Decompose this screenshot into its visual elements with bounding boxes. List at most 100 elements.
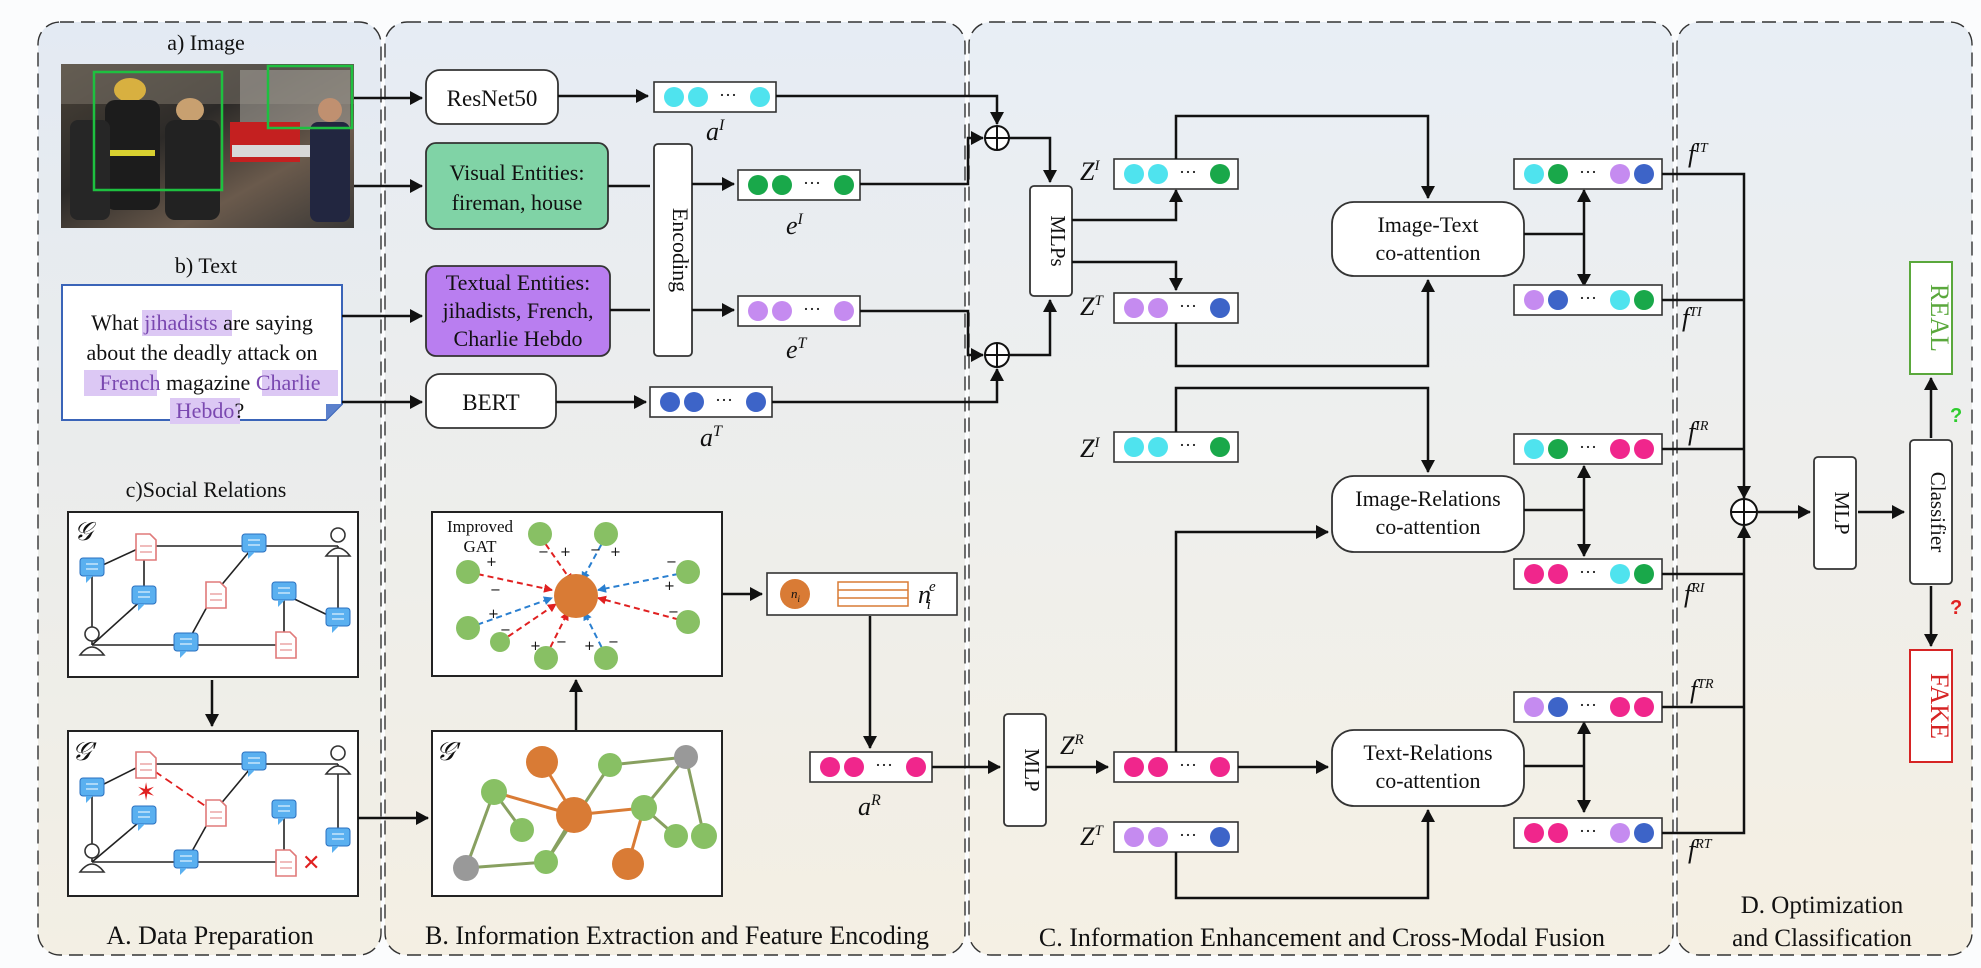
- svg-text:+: +: [610, 545, 621, 560]
- feature-vector-eI: ···: [737, 169, 861, 201]
- vector-fIR: ···: [1513, 433, 1663, 465]
- tweet-line-1: What jihadists are saying: [91, 310, 313, 335]
- svg-text:···: ···: [1579, 562, 1597, 582]
- encoding-label: Encoding: [668, 208, 693, 292]
- vector-fRI: ···: [1513, 558, 1663, 590]
- label-fIT: fIT: [1688, 139, 1709, 168]
- svg-text:+: +: [584, 639, 595, 654]
- concat-node-bottom: [984, 342, 1010, 368]
- svg-text:···: ···: [875, 755, 893, 775]
- mlp-relations-label: MLP: [1020, 748, 1044, 791]
- final-mlp-label: MLP: [1830, 491, 1854, 534]
- text-relations-coattention-box: [1331, 729, 1525, 807]
- panel-title-b: B. Information Extraction and Feature En…: [425, 921, 929, 950]
- coatt-ir-line-2: co-attention: [1375, 514, 1480, 539]
- label-fIR: fIR: [1688, 417, 1709, 446]
- vector-fTR: ···: [1513, 691, 1663, 723]
- svg-text:···: ···: [803, 299, 821, 319]
- label-zR: ZR: [1060, 731, 1084, 760]
- feature-vector-aT: ···: [649, 386, 773, 418]
- comment-icon: [79, 557, 105, 583]
- visual-entities-box: [425, 142, 609, 230]
- comment-icon: [271, 799, 297, 825]
- coatt-it-line-2: co-attention: [1375, 240, 1480, 265]
- removed-edge-mark-2: ✕: [302, 850, 320, 875]
- label-zI-2: ZI: [1080, 434, 1100, 463]
- comment-icon: [131, 585, 157, 611]
- graph-gp-label-b: 𝒢′: [436, 737, 461, 766]
- svg-text:−: −: [500, 623, 511, 638]
- coatt-it-line-1: Image-Text: [1377, 212, 1478, 237]
- label-fRI: fRI: [1684, 579, 1706, 608]
- tweet-line-4: Hebdo?: [176, 398, 244, 423]
- graph-gprime-box: 𝒢′: [431, 730, 723, 897]
- improved-gat-box: Improved GAT −+−+ +−+− +−−+ −+−: [431, 511, 723, 677]
- extraction-arrows: [556, 89, 735, 409]
- label-zT-2: ZT: [1080, 822, 1104, 851]
- document-icon: [205, 799, 227, 827]
- svg-text:···: ···: [1179, 435, 1197, 455]
- svg-text:···: ···: [1179, 162, 1197, 182]
- panel-title-d1: D. Optimization: [1741, 892, 1904, 919]
- image-text-coattention-box: [1331, 201, 1525, 277]
- user-icon: [78, 843, 106, 873]
- vector-fIT: ···: [1513, 158, 1663, 190]
- comment-icon: [79, 777, 105, 803]
- panel-title-a: A. Data Preparation: [106, 921, 313, 950]
- fusion-arrows: [1662, 172, 1938, 835]
- textual-entities-values-2: Charlie Hebdo: [454, 326, 583, 351]
- textual-entities-title: Textual Entities:: [446, 270, 590, 295]
- feature-vector-aI: ···: [653, 81, 777, 113]
- svg-text:···: ···: [1179, 296, 1197, 316]
- label-aR: aR: [858, 792, 881, 821]
- panel-title-d2: and Classification: [1732, 925, 1912, 952]
- svg-text:+: +: [488, 607, 499, 622]
- graph-gp-label: 𝒢′: [72, 737, 97, 766]
- tweet-line-3: French magazine Charlie: [99, 370, 320, 395]
- fake-box: [1909, 649, 1953, 763]
- vector-zI-1: ···: [1113, 158, 1239, 190]
- visual-entities-values: fireman, house: [452, 190, 583, 215]
- svg-text:+: +: [486, 555, 497, 570]
- resnet50-label: ResNet50: [447, 86, 538, 111]
- bert-label: BERT: [462, 390, 519, 415]
- social-section-title: c)Social Relations: [126, 477, 287, 502]
- label-fTI: fTI: [1682, 303, 1703, 332]
- document-icon: [135, 533, 157, 561]
- concat-node-top: [984, 125, 1010, 151]
- vector-fRT: ···: [1513, 817, 1663, 849]
- concat-node-final: [1730, 498, 1758, 526]
- input-arrows: [342, 91, 429, 825]
- label-aT: aT: [700, 423, 723, 452]
- coatt-tr-line-1: Text-Relations: [1363, 740, 1492, 765]
- svg-text:+: +: [530, 639, 541, 654]
- concat-arrows: [772, 94, 1057, 404]
- social-graph-icons: [78, 527, 352, 877]
- comment-icon: [241, 751, 267, 777]
- comment-icon: [325, 827, 351, 853]
- label-fRT: fRT: [1688, 835, 1713, 864]
- real-box: [1909, 261, 1953, 375]
- mlps-box: [1029, 185, 1073, 297]
- user-icon: [324, 745, 352, 775]
- user-icon: [78, 626, 106, 656]
- label-eT: eT: [786, 335, 808, 364]
- comment-icon: [173, 632, 199, 658]
- svg-text:−: −: [590, 543, 601, 558]
- svg-text:−: −: [490, 583, 501, 598]
- graph-g-label: 𝒢: [74, 517, 97, 546]
- comment-icon: [271, 581, 297, 607]
- svg-text:+: +: [560, 545, 571, 560]
- real-label: REAL: [1925, 284, 1954, 352]
- svg-text:···: ···: [1579, 437, 1597, 457]
- svg-text:−: −: [668, 605, 679, 620]
- text-section-title: b) Text: [175, 253, 237, 278]
- svg-text:···: ···: [1579, 821, 1597, 841]
- gat-label-2: GAT: [463, 537, 497, 556]
- label-zI-1: ZI: [1080, 157, 1100, 186]
- svg-text:···: ···: [1179, 825, 1197, 845]
- gat-label-1: Improved: [447, 517, 514, 536]
- textual-entities-values-1: jihadists, French,: [442, 298, 594, 323]
